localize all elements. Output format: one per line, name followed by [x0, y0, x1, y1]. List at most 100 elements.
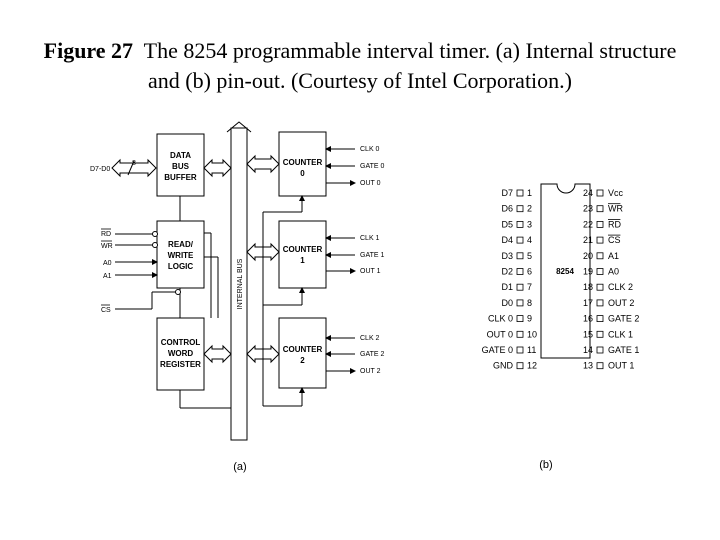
right-pin-name: GATE 2	[608, 314, 639, 324]
read-write-logic-line2: WRITE	[168, 251, 194, 260]
counter2-gate-label: GATE 2	[360, 351, 384, 358]
right-pin-name: WR	[608, 204, 623, 214]
left-pin-number: 3	[527, 219, 532, 229]
left-pin-name: D1	[501, 282, 513, 292]
counter0-clk-label: CLK 0	[360, 146, 380, 153]
left-pin-pad	[516, 189, 524, 197]
figure-caption-text: The 8254 programmable interval timer. (a…	[143, 38, 677, 93]
right-pin-name: OUT 2	[608, 298, 634, 308]
counter2-out-label: OUT 2	[360, 368, 381, 375]
right-pin-pad	[596, 315, 604, 323]
rd-input-label: RD	[101, 231, 111, 238]
right-pin-number: 20	[583, 251, 593, 261]
right-pin-number: 23	[583, 204, 593, 214]
right-pin-name: CLK 1	[608, 329, 633, 339]
figure-number: Figure 27	[43, 38, 134, 63]
right-pin-number: 21	[583, 235, 593, 245]
control-word-line3: REGISTER	[160, 360, 201, 369]
left-pin-name: GATE 0	[482, 345, 513, 355]
bus-width-label: 8	[132, 160, 136, 167]
left-pin-number: 12	[527, 361, 537, 371]
internal-structure-diagram	[111, 121, 356, 441]
counter0-title: COUNTER	[283, 158, 323, 167]
right-pin-number: 13	[583, 361, 593, 371]
left-pin-number: 2	[527, 204, 532, 214]
right-pin-name: Vcc	[608, 188, 624, 198]
right-pin-pad	[596, 236, 604, 244]
figure-caption: Figure 27 The 8254 programmable interval…	[30, 36, 690, 96]
right-pin-pad	[596, 268, 604, 275]
left-pin-name: D6	[501, 204, 513, 214]
internal-structure-labels: DATA BUS BUFFER READ/ WRITE LOGIC CONTRO…	[90, 146, 384, 473]
left-pin-name: D7	[501, 188, 513, 198]
right-pin-name: GATE 1	[608, 345, 639, 355]
internal-bus	[230, 127, 248, 441]
counter1-title: COUNTER	[283, 245, 323, 254]
left-pin-number: 7	[527, 282, 532, 292]
left-pin-pad	[516, 346, 524, 354]
data-bus-buffer-line1: DATA	[170, 151, 191, 160]
left-pin-number: 5	[527, 251, 532, 261]
buffer-bus-arrow	[203, 158, 232, 178]
left-pin-name: D4	[501, 235, 513, 245]
left-pin-pad	[516, 268, 524, 275]
read-write-logic-line3: LOGIC	[168, 262, 194, 271]
counter1-block	[278, 220, 327, 289]
left-pin-number: 8	[527, 298, 532, 308]
data-lines-label: D7-D0	[90, 166, 110, 173]
counter2-number: 2	[300, 356, 305, 365]
counter1-clk-label: CLK 1	[360, 235, 380, 242]
counter2-clk-label: CLK 2	[360, 335, 380, 342]
right-pin-pad	[596, 205, 604, 213]
left-pin-pad	[516, 315, 524, 323]
control-word-line1: CONTROL	[161, 338, 201, 347]
left-pin-pad	[516, 362, 524, 370]
left-pin-name: OUT 0	[487, 329, 513, 339]
left-pin-name: D3	[501, 251, 513, 261]
read-write-logic-line1: READ/	[168, 240, 194, 249]
right-pin-number: 19	[583, 267, 593, 277]
cs-input-label: CS	[101, 307, 111, 314]
left-pin-pad	[516, 220, 524, 228]
right-pin-number: 16	[583, 314, 593, 324]
right-pin-number: 24	[583, 188, 593, 198]
chip-outline	[540, 183, 591, 359]
right-pin-name: A0	[608, 267, 619, 277]
control-bus-arrow	[203, 344, 232, 364]
left-pin-name: CLK 0	[488, 314, 513, 324]
left-pin-number: 11	[527, 345, 536, 355]
left-pin-pad	[516, 299, 524, 307]
counter0-gate-label: GATE 0	[360, 163, 384, 170]
left-pin-number: 6	[527, 267, 532, 277]
a1-input-label: A1	[103, 273, 112, 280]
data-bus-arrow	[111, 158, 157, 178]
left-pin-name: D2	[501, 267, 513, 277]
right-pin-name: CLK 2	[608, 282, 633, 292]
right-pin-number: 18	[583, 282, 593, 292]
right-pin-name: RD	[608, 219, 621, 229]
chip-name: 8254	[556, 267, 574, 276]
right-pin-number: 14	[583, 345, 593, 355]
left-pin-pad	[516, 330, 524, 338]
left-pin-pad	[516, 252, 524, 260]
left-pin-name: GND	[493, 361, 514, 371]
right-pin-pad	[596, 330, 604, 338]
counter1-gate-label: GATE 1	[360, 252, 384, 259]
left-pin-pad	[516, 205, 524, 213]
left-pin-pad	[516, 283, 524, 291]
a0-input-label: A0	[103, 260, 112, 267]
bus-counter0-arrow	[246, 154, 280, 174]
data-bus-buffer-line3: BUFFER	[164, 173, 197, 182]
right-pin-pad	[596, 252, 604, 260]
counter1-number: 1	[300, 256, 305, 265]
right-pin-number: 17	[583, 298, 593, 308]
left-pin-name: D5	[501, 219, 513, 229]
right-pin-pad	[596, 299, 604, 307]
left-pin-number: 1	[527, 188, 532, 198]
wr-input-label: WR	[101, 243, 113, 250]
control-word-line2: WORD	[168, 349, 194, 358]
